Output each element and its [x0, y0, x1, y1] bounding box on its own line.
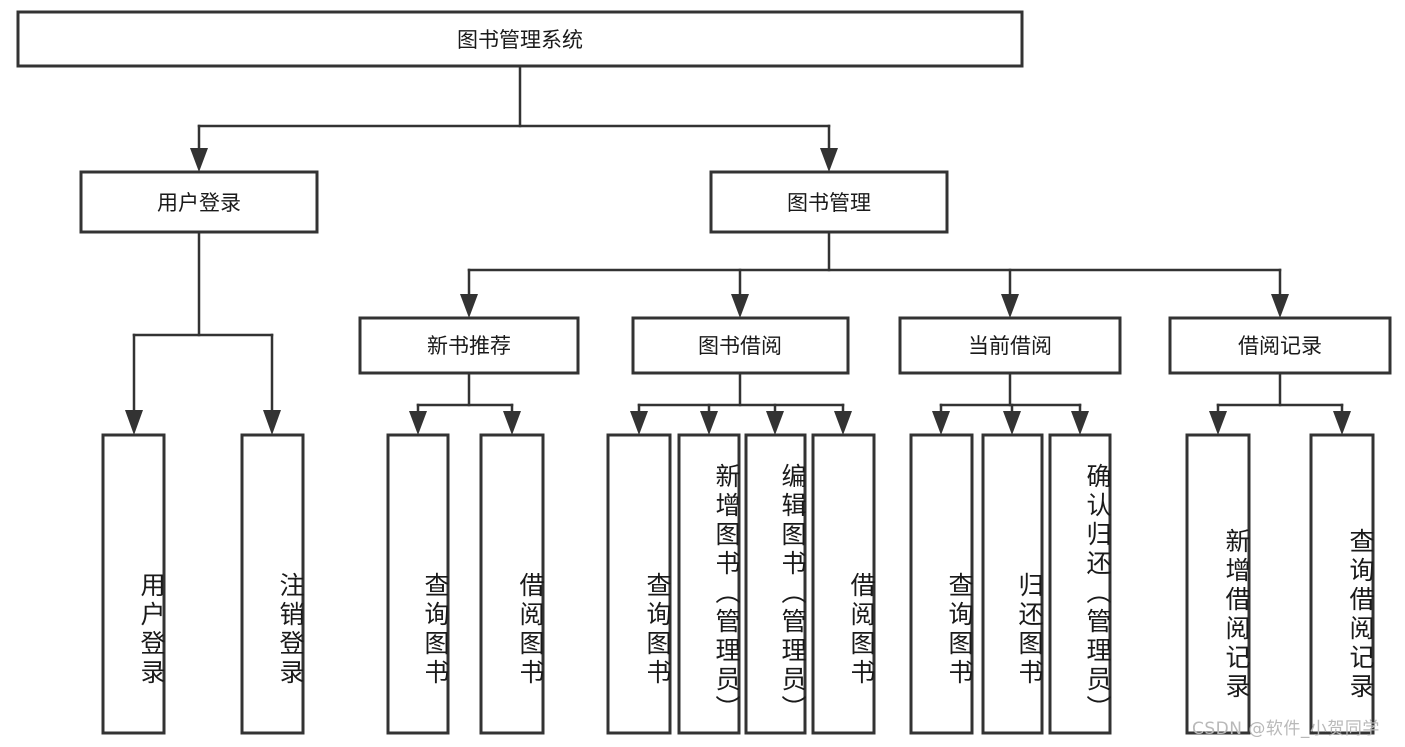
- leaf-rect-user-login[interactable]: [101, 433, 166, 735]
- leaf-rect-query-record[interactable]: [1309, 433, 1375, 735]
- node-book-manage[interactable]: 图书管理: [709, 170, 949, 234]
- leaf-rect-logout[interactable]: [240, 433, 305, 735]
- leaf-rect-query-book-1[interactable]: [386, 433, 450, 735]
- node-user-login[interactable]: 用户登录: [79, 170, 319, 234]
- arrow-head-leaf-query-book-2: [630, 411, 648, 435]
- node-book-borrow-rect[interactable]: [631, 316, 850, 375]
- arrow-head-borrow-record: [1271, 294, 1289, 318]
- leaf-rect-borrow-book-2[interactable]: [811, 433, 876, 735]
- node-current-borrow-label: 当前借阅: [968, 334, 1052, 358]
- leaf-rect-add-book[interactable]: [677, 433, 741, 735]
- arrow-head-leaf-borrow-book-1: [503, 411, 521, 435]
- leaf-rect-return-book[interactable]: [981, 433, 1044, 735]
- arrow-head-leaf-query-record: [1333, 411, 1351, 435]
- node-new-book-recommend[interactable]: 新书推荐: [358, 316, 580, 375]
- node-root-rect[interactable]: [16, 10, 1024, 68]
- arrow-head-leaf-query-book-3: [932, 411, 950, 435]
- csdn-watermark: CSDN @软件_小贺同学: [1192, 719, 1380, 739]
- leaf-rect-confirm-return[interactable]: [1048, 433, 1112, 735]
- arrow-head-leaf-user-login: [125, 410, 143, 435]
- leaf-rects: [101, 433, 1375, 735]
- node-borrow-record-rect[interactable]: [1168, 316, 1392, 375]
- leaf-rect-query-book-3[interactable]: [909, 433, 974, 735]
- arrow-head-leaf-logout: [263, 410, 281, 435]
- node-new-book-recommend-label: 新书推荐: [427, 334, 511, 358]
- arrow-head-leaf-query-book-1: [409, 411, 427, 435]
- arrow-head-leaf-borrow-book-2: [834, 411, 852, 435]
- arrow-head-user-login: [190, 148, 208, 172]
- node-new-book-recommend-rect[interactable]: [358, 316, 580, 375]
- leaf-rect-add-record[interactable]: [1185, 433, 1251, 735]
- arrow-head-current-borrow: [1001, 294, 1019, 318]
- arrow-head-leaf-return-book: [1003, 411, 1021, 435]
- leaf-rect-query-book-2[interactable]: [606, 433, 672, 735]
- leaf-rect-edit-book[interactable]: [744, 433, 807, 735]
- arrow-head-leaf-edit-book: [766, 411, 784, 435]
- arrow-head-new-book-recommend: [460, 294, 478, 318]
- arrow-head-leaf-add-book: [700, 411, 718, 435]
- node-borrow-record[interactable]: 借阅记录: [1168, 316, 1392, 375]
- leaf-rect-borrow-book-1[interactable]: [479, 433, 545, 735]
- node-book-borrow[interactable]: 图书借阅: [631, 316, 850, 375]
- node-book-borrow-label: 图书借阅: [698, 334, 782, 358]
- node-book-manage-rect[interactable]: [709, 170, 949, 234]
- connectors: [125, 64, 1351, 435]
- node-current-borrow-rect[interactable]: [898, 316, 1122, 375]
- node-root-label: 图书管理系统: [457, 28, 583, 52]
- node-user-login-rect[interactable]: [79, 170, 319, 234]
- arrow-head-book-manage: [820, 148, 838, 172]
- node-root[interactable]: 图书管理系统: [16, 10, 1024, 68]
- node-borrow-record-label: 借阅记录: [1238, 334, 1322, 358]
- arrow-head-book-borrow: [731, 294, 749, 318]
- node-book-manage-label: 图书管理: [787, 191, 871, 215]
- node-current-borrow[interactable]: 当前借阅: [898, 316, 1122, 375]
- arrow-head-leaf-confirm-return: [1071, 411, 1089, 435]
- arrow-head-leaf-add-record: [1209, 411, 1227, 435]
- node-user-login-label: 用户登录: [157, 191, 241, 215]
